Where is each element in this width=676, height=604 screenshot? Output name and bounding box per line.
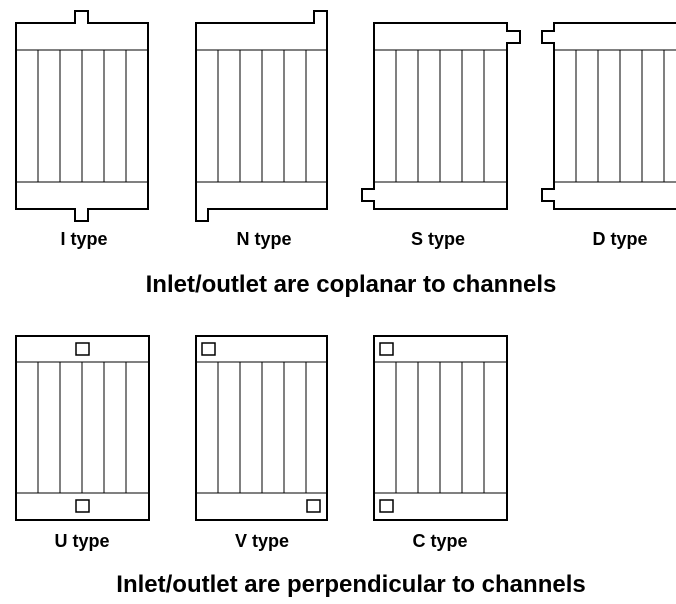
c-type-manifold (373, 335, 508, 521)
v-type-manifold (195, 335, 328, 521)
v-type-inlet-port (201, 342, 216, 356)
c-type-label: C type (412, 531, 467, 551)
s-type-manifold (361, 22, 521, 210)
perpendicular-caption: Inlet/outlet are perpendicular to channe… (116, 571, 585, 598)
u-type-inlet-port (75, 342, 90, 356)
c-type-inlet-port (379, 342, 394, 356)
d-type-manifold (541, 22, 676, 210)
d-type-label: D type (592, 229, 647, 249)
coplanar-caption: Inlet/outlet are coplanar to channels (146, 271, 557, 298)
v-type-outlet-port (306, 499, 321, 513)
u-type-label: U type (54, 531, 109, 551)
u-type-manifold (15, 335, 150, 521)
i-type-manifold (15, 10, 149, 222)
i-type-label: I type (60, 229, 107, 249)
u-type-outlet-port (75, 499, 90, 513)
v-type-label: V type (235, 531, 289, 551)
n-type-manifold (195, 10, 328, 222)
c-type-outlet-port (379, 499, 394, 513)
n-type-label: N type (236, 229, 291, 249)
s-type-label: S type (411, 229, 465, 249)
